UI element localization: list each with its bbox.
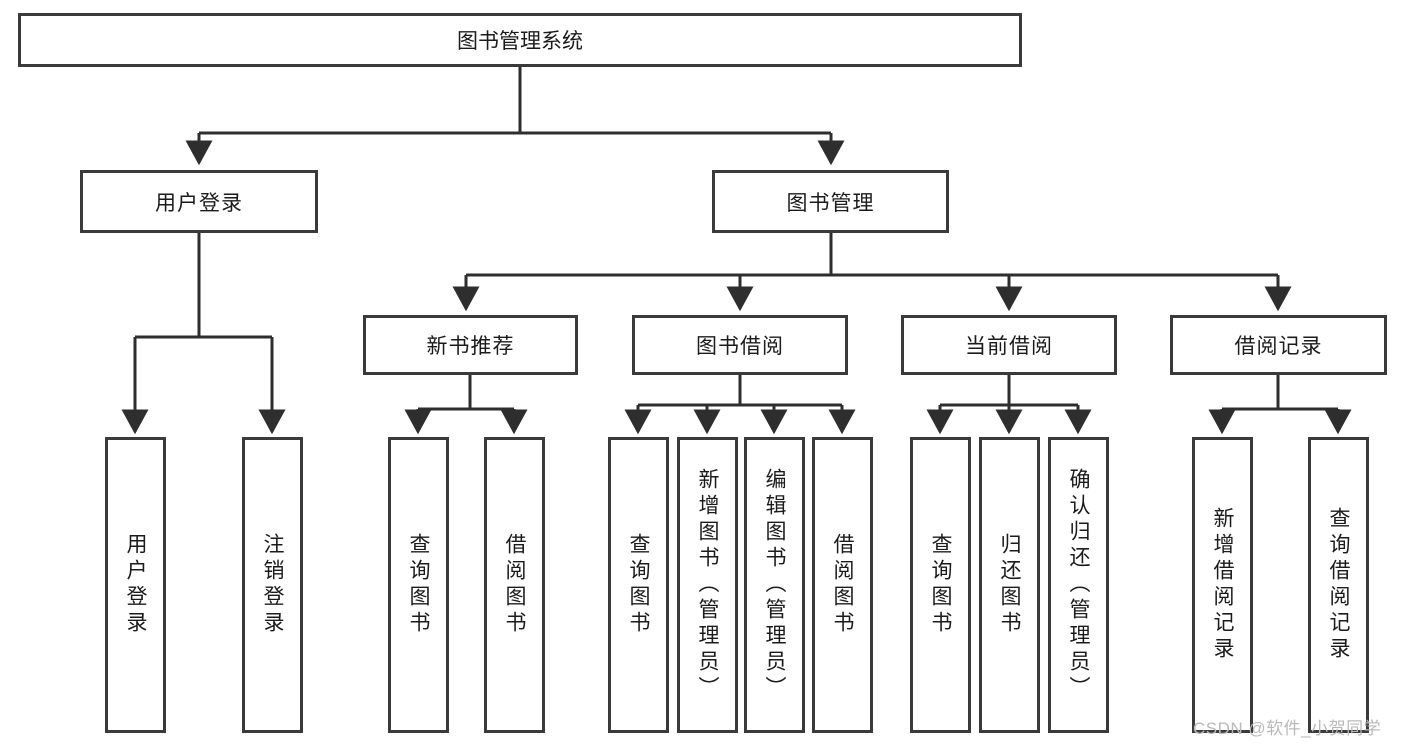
node-label: 注销登录	[261, 533, 284, 637]
node-label: 用户登录	[124, 533, 147, 637]
node-label: 借阅图书	[503, 533, 526, 637]
node-label: 图书管理系统	[457, 30, 583, 53]
node-label: 新增借阅记录	[1211, 507, 1234, 663]
leaf-borrow-query-book[interactable]: 查询图书	[608, 437, 669, 733]
node-user-login[interactable]: 用户登录	[80, 170, 318, 233]
node-label: 查询图书	[407, 533, 430, 637]
node-label: 图书借阅	[696, 335, 784, 358]
node-root-system[interactable]: 图书管理系统	[18, 13, 1022, 67]
node-new-book-recommendation[interactable]: 新书推荐	[363, 315, 578, 375]
node-label: 新书推荐	[426, 335, 515, 358]
node-label: 归还图书	[998, 533, 1021, 637]
node-label: 用户登录	[155, 191, 243, 215]
leaf-record-query[interactable]: 查询借阅记录	[1308, 437, 1369, 733]
leaf-user-login-signout[interactable]: 注销登录	[242, 437, 303, 733]
node-label: 借阅记录	[1234, 335, 1323, 358]
leaf-borrow-add-book[interactable]: 新增图书（管理员）	[677, 437, 738, 733]
leaf-current-confirm-return[interactable]: 确认归还（管理员）	[1048, 437, 1109, 733]
leaf-current-return-book[interactable]: 归还图书	[979, 437, 1040, 733]
node-label: 查询图书	[929, 533, 952, 637]
node-label: 图书管理	[786, 191, 875, 215]
node-label: 确认归还（管理员）	[1067, 468, 1090, 702]
node-label: 查询图书	[627, 533, 650, 637]
leaf-current-query-book[interactable]: 查询图书	[910, 437, 971, 733]
leaf-user-login-signin[interactable]: 用户登录	[105, 437, 166, 733]
leaf-new-book-borrow[interactable]: 借阅图书	[484, 437, 545, 733]
node-label: 新增图书（管理员）	[696, 468, 719, 702]
node-label: 借阅图书	[831, 533, 854, 637]
node-book-management[interactable]: 图书管理	[712, 170, 949, 233]
node-borrowing-records[interactable]: 借阅记录	[1170, 315, 1387, 375]
leaf-record-add[interactable]: 新增借阅记录	[1192, 437, 1253, 733]
leaf-borrow-edit-book[interactable]: 编辑图书（管理员）	[744, 437, 805, 733]
leaf-new-book-query[interactable]: 查询图书	[388, 437, 449, 733]
node-book-borrowing[interactable]: 图书借阅	[632, 315, 848, 375]
node-label: 编辑图书（管理员）	[763, 468, 786, 702]
node-label: 查询借阅记录	[1327, 507, 1350, 663]
node-label: 当前借阅	[965, 335, 1053, 358]
watermark: CSDN @软件_小贺同学	[1193, 719, 1382, 738]
node-current-borrowing[interactable]: 当前借阅	[901, 315, 1117, 375]
leaf-borrow-borrow-book[interactable]: 借阅图书	[812, 437, 873, 733]
